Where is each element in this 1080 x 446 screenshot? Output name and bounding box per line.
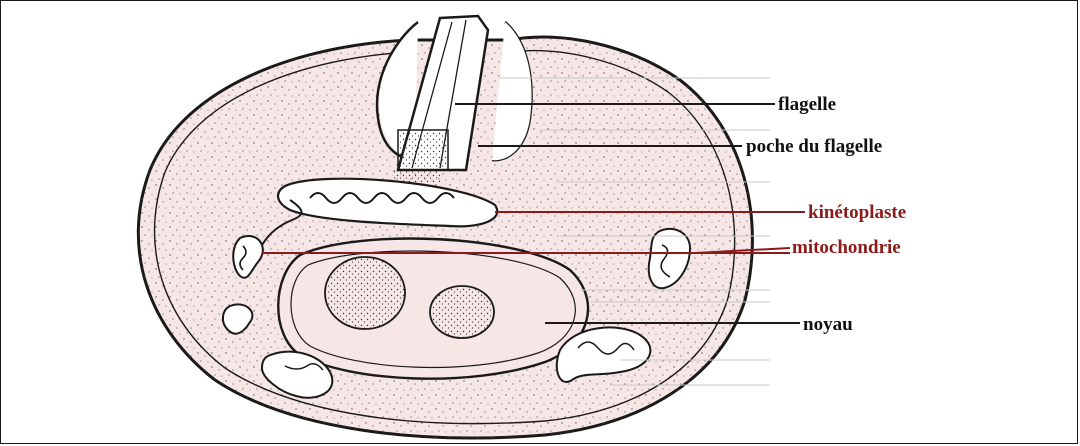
label-kinetoplaste: kinétoplaste (808, 202, 906, 223)
label-noyau: noyau (803, 314, 853, 335)
nucleus (278, 239, 588, 379)
label-mitochondrie: mitochondrie (792, 237, 901, 258)
label-flagelle: flagelle (778, 94, 836, 115)
label-poche-du-flagelle: poche du flagelle (746, 136, 882, 157)
